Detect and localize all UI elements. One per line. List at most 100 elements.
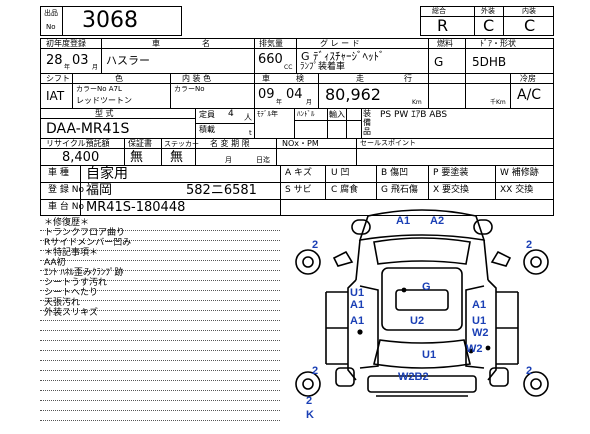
label-name: 名: [202, 39, 210, 48]
label-mileage-2: 行: [404, 74, 412, 83]
note-line: AA初: [44, 258, 66, 268]
border: [181, 6, 182, 36]
color-code: カラーNo A7L: [76, 85, 122, 93]
color-name: レッドツートン: [76, 96, 132, 105]
label-name-change: 名 変 期 限: [210, 139, 250, 148]
label-grade: グ レ ー ド: [320, 39, 360, 48]
legend-p: P 要塗装: [433, 168, 469, 178]
year-unit: 年: [64, 64, 71, 71]
mark-a1-left-lower: A1: [350, 315, 364, 327]
grade-overall: R: [437, 16, 449, 35]
border: [40, 199, 280, 200]
ruled-line: [40, 400, 280, 401]
note-line: Rサイドメンバー凹み: [44, 238, 132, 248]
border: [510, 73, 511, 108]
border: [40, 83, 554, 84]
label-model-year: ﾓﾃﾞﾙ年: [257, 110, 278, 118]
label-registration: 登 録 No: [48, 185, 84, 195]
label-ac: 冷房: [520, 74, 536, 83]
border: [420, 35, 554, 36]
grade-line2: ﾗﾝﾌﾟ装着車: [300, 62, 346, 72]
border: [40, 35, 182, 36]
border: [346, 108, 347, 138]
tires: [295, 249, 549, 397]
border: [40, 6, 182, 7]
ruled-line: [40, 310, 280, 311]
mark-a1-left-upper: A1: [350, 299, 364, 311]
damage-dot: [357, 329, 363, 335]
ruled-line: [40, 330, 280, 331]
border: [376, 165, 377, 199]
grade-label-interior: 内装: [522, 7, 536, 15]
label-capacity: 定員: [199, 110, 215, 119]
notes-list: ＊修復歴＊ トランクフロア曲り Rサイドメンバー凹み ＊特記事項＊ AA初 ｴﾝ…: [44, 218, 131, 318]
border: [254, 73, 255, 108]
mark-w2b2-rear: W2B2: [398, 371, 429, 383]
label-color: 色: [115, 74, 123, 83]
border: [40, 48, 554, 49]
border: [40, 6, 41, 36]
legend-xx: XX 交換: [500, 185, 534, 195]
mark-left-front-tire: 2: [312, 239, 318, 251]
model: DAA-MR41S: [46, 121, 130, 137]
note-line: 外装スリキズ: [44, 308, 99, 318]
border: [280, 199, 554, 200]
ruled-line: [40, 290, 280, 291]
mark-u1-lower: U1: [422, 349, 436, 361]
border: [474, 6, 475, 36]
ruled-line: [40, 370, 280, 371]
note-line: トランクフロア曲り: [44, 228, 126, 238]
border: [280, 182, 554, 183]
km-unit: Km: [412, 99, 422, 106]
year-unit: 年: [276, 99, 283, 106]
label-import: 輸入: [329, 110, 345, 119]
border: [428, 38, 429, 108]
label-chassis: 車 台 No: [48, 202, 84, 212]
ac: A/C: [517, 87, 542, 103]
border: [276, 138, 277, 165]
label-usage: 車 種: [48, 168, 69, 178]
border: [40, 38, 41, 216]
note-line: ＊修復歴＊: [44, 218, 90, 228]
legend-x: X 要交換: [433, 185, 470, 195]
border: [72, 73, 73, 108]
border: [40, 165, 554, 166]
label-fuel: 燃料: [437, 39, 453, 48]
legend-u: U 凹: [331, 168, 350, 178]
first-reg-month: 03: [72, 53, 89, 68]
label-sales-point: セールスポイント: [360, 139, 416, 147]
legend-s: S サビ: [285, 185, 312, 195]
border: [553, 6, 554, 36]
mark-w2-right-lower: W2: [466, 343, 483, 355]
load-unit: t: [249, 129, 252, 137]
label-car: 車: [152, 39, 160, 48]
inspection-month: 04: [286, 87, 303, 102]
sticker-value: 無: [170, 150, 184, 165]
label-equipment: 装備品: [363, 109, 371, 136]
mark-right-rear-tire: 2: [526, 365, 532, 377]
shift: IAT: [46, 89, 65, 103]
ruled-line: [40, 270, 280, 271]
ruled-line: [40, 340, 280, 341]
border: [62, 6, 63, 36]
border: [124, 138, 125, 165]
label-interior-color: 内 装 色: [182, 74, 212, 83]
ruled-line: [40, 380, 280, 381]
day-unit: 日迄: [256, 156, 270, 164]
damage-dot: [401, 287, 407, 293]
capacity-unit: 人: [244, 113, 252, 122]
border: [195, 123, 254, 124]
border: [465, 38, 466, 108]
ruled-line: [40, 260, 280, 261]
month-unit: 月: [306, 99, 313, 106]
ruled-line: [40, 360, 280, 361]
label-mileage-1: 走: [356, 74, 364, 83]
border: [553, 38, 554, 216]
first-reg-year: 28: [46, 53, 63, 68]
inspection-year: 09: [258, 87, 275, 102]
border: [428, 165, 429, 199]
legend-c: C 腐食: [331, 185, 359, 195]
grade-label-exterior: 外装: [481, 7, 495, 15]
equipment: PS PW ｴｱB ABS: [380, 110, 448, 120]
lot-number: 3068: [82, 8, 138, 33]
